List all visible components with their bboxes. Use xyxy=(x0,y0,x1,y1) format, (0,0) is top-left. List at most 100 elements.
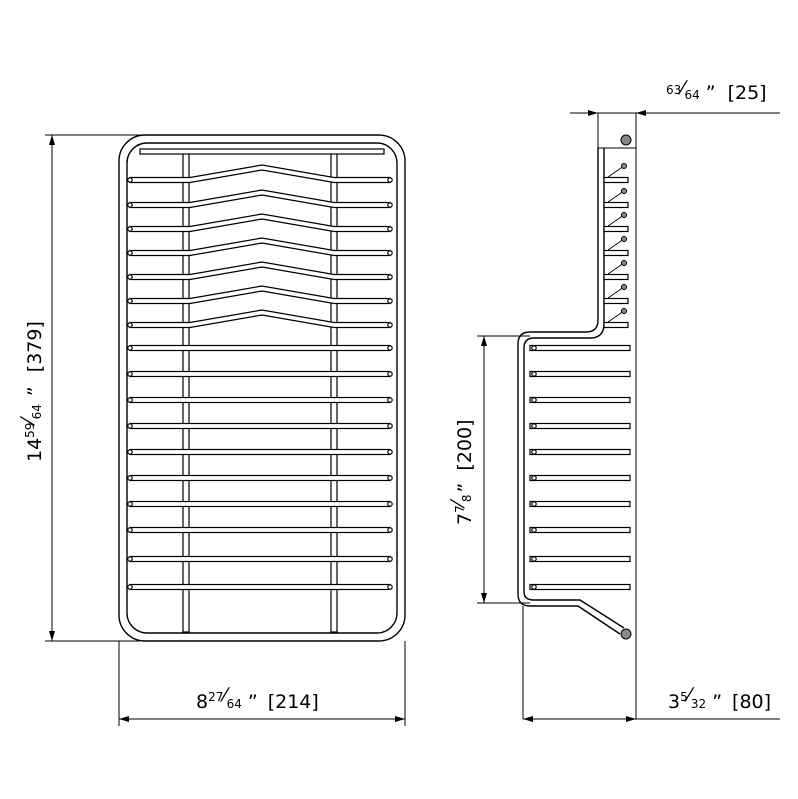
width-dimension-label: 827⁄64”[214] xyxy=(196,684,319,713)
bar-end xyxy=(531,345,537,351)
bar-end xyxy=(387,298,393,304)
horizontal-bar xyxy=(129,474,391,482)
bar-end xyxy=(127,226,133,232)
chevron-bar xyxy=(129,309,391,329)
side-shelf-bar xyxy=(529,396,631,404)
bar-end xyxy=(127,475,133,481)
side-peg-slant xyxy=(607,238,625,251)
bar-end xyxy=(127,322,133,328)
horizontal-bar xyxy=(129,396,391,404)
chevron-bar xyxy=(129,261,391,281)
side-shelf-bar xyxy=(529,555,631,563)
side-peg-slant xyxy=(607,165,625,178)
bar-end xyxy=(127,501,133,507)
rod-section xyxy=(621,308,627,314)
dimension-lines xyxy=(45,110,780,726)
side-peg-slant xyxy=(607,190,625,203)
bar-end xyxy=(531,475,537,481)
bar-end xyxy=(531,371,537,377)
bar-end xyxy=(127,449,133,455)
rod-section xyxy=(621,188,627,194)
side-peg xyxy=(603,273,629,281)
bar-end xyxy=(127,345,133,351)
side-peg xyxy=(603,249,629,257)
side-peg xyxy=(603,176,629,184)
front-view xyxy=(118,134,406,642)
bar-end xyxy=(127,423,133,429)
bar-end xyxy=(127,250,133,256)
bar-end xyxy=(387,274,393,280)
bar-end xyxy=(387,250,393,256)
chevron-bar xyxy=(129,164,391,184)
bar-end xyxy=(531,556,537,562)
side-peg-slant xyxy=(607,286,625,299)
side-peg xyxy=(603,321,629,329)
bar-end xyxy=(127,371,133,377)
rod-section-top xyxy=(620,134,632,146)
side-shelf-bar xyxy=(529,448,631,456)
top-depth-dimension-label: 63⁄64”[25] xyxy=(666,77,767,104)
side-shelf-bar xyxy=(529,474,631,482)
outer-frame xyxy=(118,134,406,642)
chevron-bar xyxy=(129,213,391,233)
bar-end xyxy=(387,449,393,455)
side-peg xyxy=(603,297,629,305)
bar-end xyxy=(127,584,133,590)
top-depth-box xyxy=(597,112,637,149)
bar-end xyxy=(127,397,133,403)
horizontal-bar xyxy=(129,422,391,430)
rod-section xyxy=(621,260,627,266)
horizontal-bar xyxy=(129,370,391,378)
bar-end xyxy=(531,397,537,403)
bar-end xyxy=(387,226,393,232)
bar-end xyxy=(531,423,537,429)
bar-end xyxy=(387,177,393,183)
horizontal-bar xyxy=(129,344,391,352)
inner-frame xyxy=(126,142,398,634)
side-shelf-bar xyxy=(529,500,631,508)
height-dimension-label: 1459⁄64”[379] xyxy=(17,321,46,462)
bar-end xyxy=(387,202,393,208)
bar-end xyxy=(387,527,393,533)
side-shelf-bar xyxy=(529,583,631,591)
bar-end xyxy=(127,177,133,183)
side-view xyxy=(517,112,637,719)
chevron-bar xyxy=(129,285,391,305)
rod-section xyxy=(621,236,627,242)
bar-end xyxy=(387,322,393,328)
bar-end xyxy=(531,501,537,507)
side-peg-slant xyxy=(607,214,625,227)
bar-end xyxy=(387,397,393,403)
side-shelf-bar xyxy=(529,422,631,430)
bar-end xyxy=(387,423,393,429)
bar-end xyxy=(127,527,133,533)
side-shelf-bar xyxy=(529,344,631,352)
bar-end xyxy=(387,371,393,377)
lower-height-dimension-label: 77⁄8”[200] xyxy=(447,420,476,526)
side-peg-slant xyxy=(607,262,625,275)
side-peg-slant xyxy=(607,310,625,323)
bar-end xyxy=(387,584,393,590)
top-bar xyxy=(139,148,385,155)
bar-end xyxy=(531,584,537,590)
rod-section xyxy=(621,163,627,169)
bottom-depth-dimension-label: 35⁄32”[80] xyxy=(668,684,771,713)
bar-end xyxy=(531,449,537,455)
chevron-bar xyxy=(129,189,391,209)
rod-section xyxy=(621,212,627,218)
side-peg xyxy=(603,225,629,233)
horizontal-bar xyxy=(129,583,391,591)
side-shelf-bar xyxy=(529,526,631,534)
bar-end xyxy=(127,274,133,280)
bar-end xyxy=(127,298,133,304)
horizontal-bar xyxy=(129,526,391,534)
horizontal-bar xyxy=(129,555,391,563)
chevron-bar xyxy=(129,237,391,257)
bar-end xyxy=(387,475,393,481)
bar-end xyxy=(127,556,133,562)
rod-section-bottom xyxy=(620,628,632,640)
bar-end xyxy=(531,527,537,533)
side-shelf-bar xyxy=(529,370,631,378)
